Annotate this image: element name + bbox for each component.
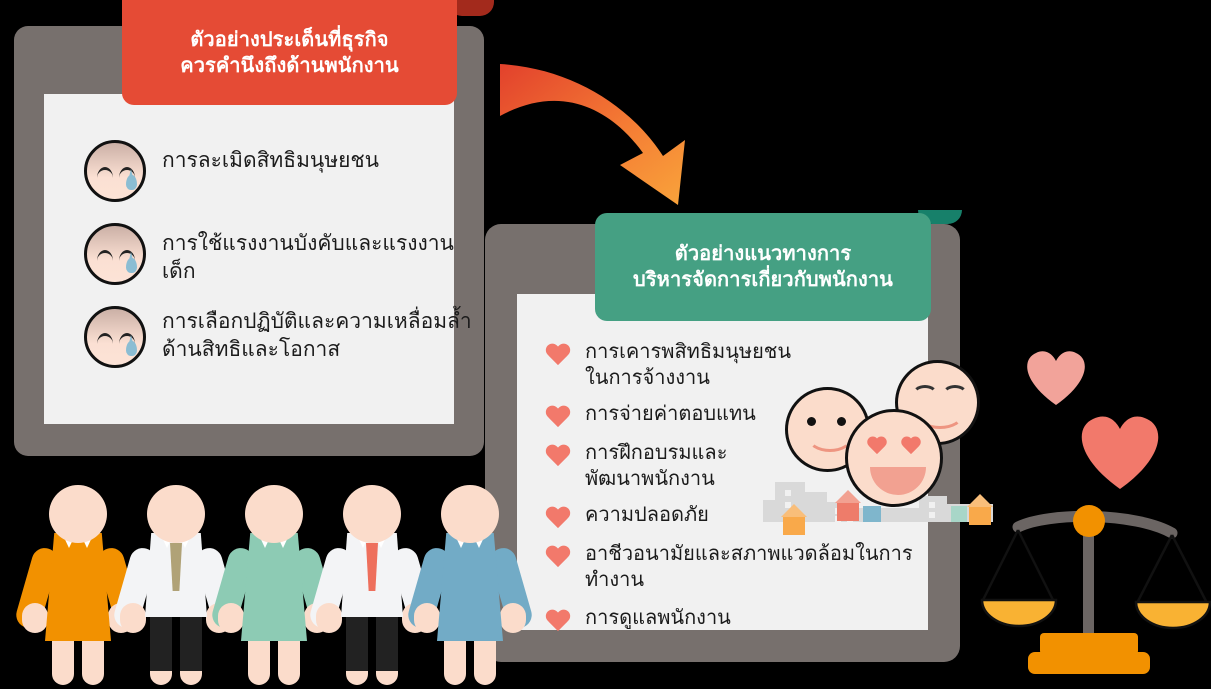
list-item-label: การละเมิดสิทธิมนุษยชน xyxy=(162,148,380,172)
person-blue-dress xyxy=(405,485,535,685)
list-item: ความปลอดภัย xyxy=(545,501,945,531)
person-green-dress xyxy=(209,485,339,685)
heart-large-icon xyxy=(1081,416,1159,489)
avatar xyxy=(49,485,107,543)
avatar xyxy=(441,485,499,543)
left-header-line1: ตัวอย่างประเด็นที่ธุรกิจ xyxy=(190,26,389,51)
right-panel-header: ตัวอย่างแนวทางการ บริหารจัดการเกี่ยวกับพ… xyxy=(595,213,931,321)
list-item-label: อาชีวอนามัยและสภาพแวดล้อมในการทำงาน xyxy=(585,540,913,591)
list-item-label: การจ่ายค่าตอบแทน xyxy=(585,400,756,425)
person-white-shirt-olive-tie xyxy=(111,485,241,685)
avatar xyxy=(245,485,303,543)
list-item: การละเมิดสิทธิมนุษยชน xyxy=(84,140,474,202)
list-item-label: การฝึกอบรมและ พัฒนาพนักงาน xyxy=(585,439,728,491)
sad-face-with-tear-icon xyxy=(84,140,146,202)
list-item: การเลือกปฏิบัติและความเหลื่อมล้ำด้านสิทธ… xyxy=(84,306,474,369)
list-item: การจ่ายค่าตอบแทน xyxy=(545,400,945,430)
left-board-clip xyxy=(448,0,494,16)
avatar xyxy=(343,485,401,543)
list-item: การใช้แรงงานบังคับและแรงงานเด็ก xyxy=(84,223,474,285)
city-skyline-icon xyxy=(763,478,993,535)
list-item: การเคารพสิทธิมนุษยชน ในการจ้างงาน xyxy=(545,338,945,391)
list-item-label: การใช้แรงงานบังคับและแรงงานเด็ก xyxy=(162,231,454,283)
list-item-label: การเคารพสิทธิมนุษยชน ในการจ้างงาน xyxy=(585,339,792,390)
smiley-group xyxy=(760,352,1000,532)
heart-icon xyxy=(545,507,571,531)
people-row xyxy=(13,468,535,685)
heart-icon xyxy=(545,610,571,634)
list-item: การดูแลพนักงาน xyxy=(545,604,945,634)
smiley-heart-eyes-icon xyxy=(845,409,943,507)
right-header-line1: ตัวอย่างแนวทางการ xyxy=(674,241,852,266)
sad-face-with-tear-icon xyxy=(84,306,146,369)
right-header-line2: บริหารจัดการเกี่ยวกับพนักงาน xyxy=(633,267,893,291)
list-item-label: การเลือกปฏิบัติและความเหลื่อมล้ำด้านสิทธ… xyxy=(162,309,472,362)
heart-icon xyxy=(545,406,571,430)
list-item-label: ความปลอดภัย xyxy=(585,501,709,526)
curved-arrow-icon xyxy=(500,60,720,210)
person-white-shirt-red-tie xyxy=(307,485,437,685)
sad-face-with-tear-icon xyxy=(84,223,146,285)
left-header-line2: ควรคำนึงถึงด้านพนักงาน xyxy=(180,52,399,77)
list-item: การฝึกอบรมและ พัฒนาพนักงาน xyxy=(545,439,945,492)
left-panel-header: ตัวอย่างประเด็นที่ธุรกิจ ควรคำนึงถึงด้าน… xyxy=(122,0,457,105)
left-issue-list: การละเมิดสิทธิมนุษยชน การใช้แรงงานบังคับ… xyxy=(84,140,474,389)
heart-small-icon xyxy=(1027,351,1085,405)
list-item: อาชีวอนามัยและสภาพแวดล้อมในการทำงาน xyxy=(545,540,945,593)
list-item-label: การดูแลพนักงาน xyxy=(585,605,731,630)
person-orange-dress xyxy=(13,485,143,685)
heart-icon xyxy=(545,344,571,368)
avatar xyxy=(147,485,205,543)
balance-scale-icon xyxy=(960,330,1211,685)
heart-icon xyxy=(545,445,571,469)
right-guideline-list: การเคารพสิทธิมนุษยชน ในการจ้างงาน การจ่า… xyxy=(545,338,945,643)
heart-icon xyxy=(545,546,571,570)
